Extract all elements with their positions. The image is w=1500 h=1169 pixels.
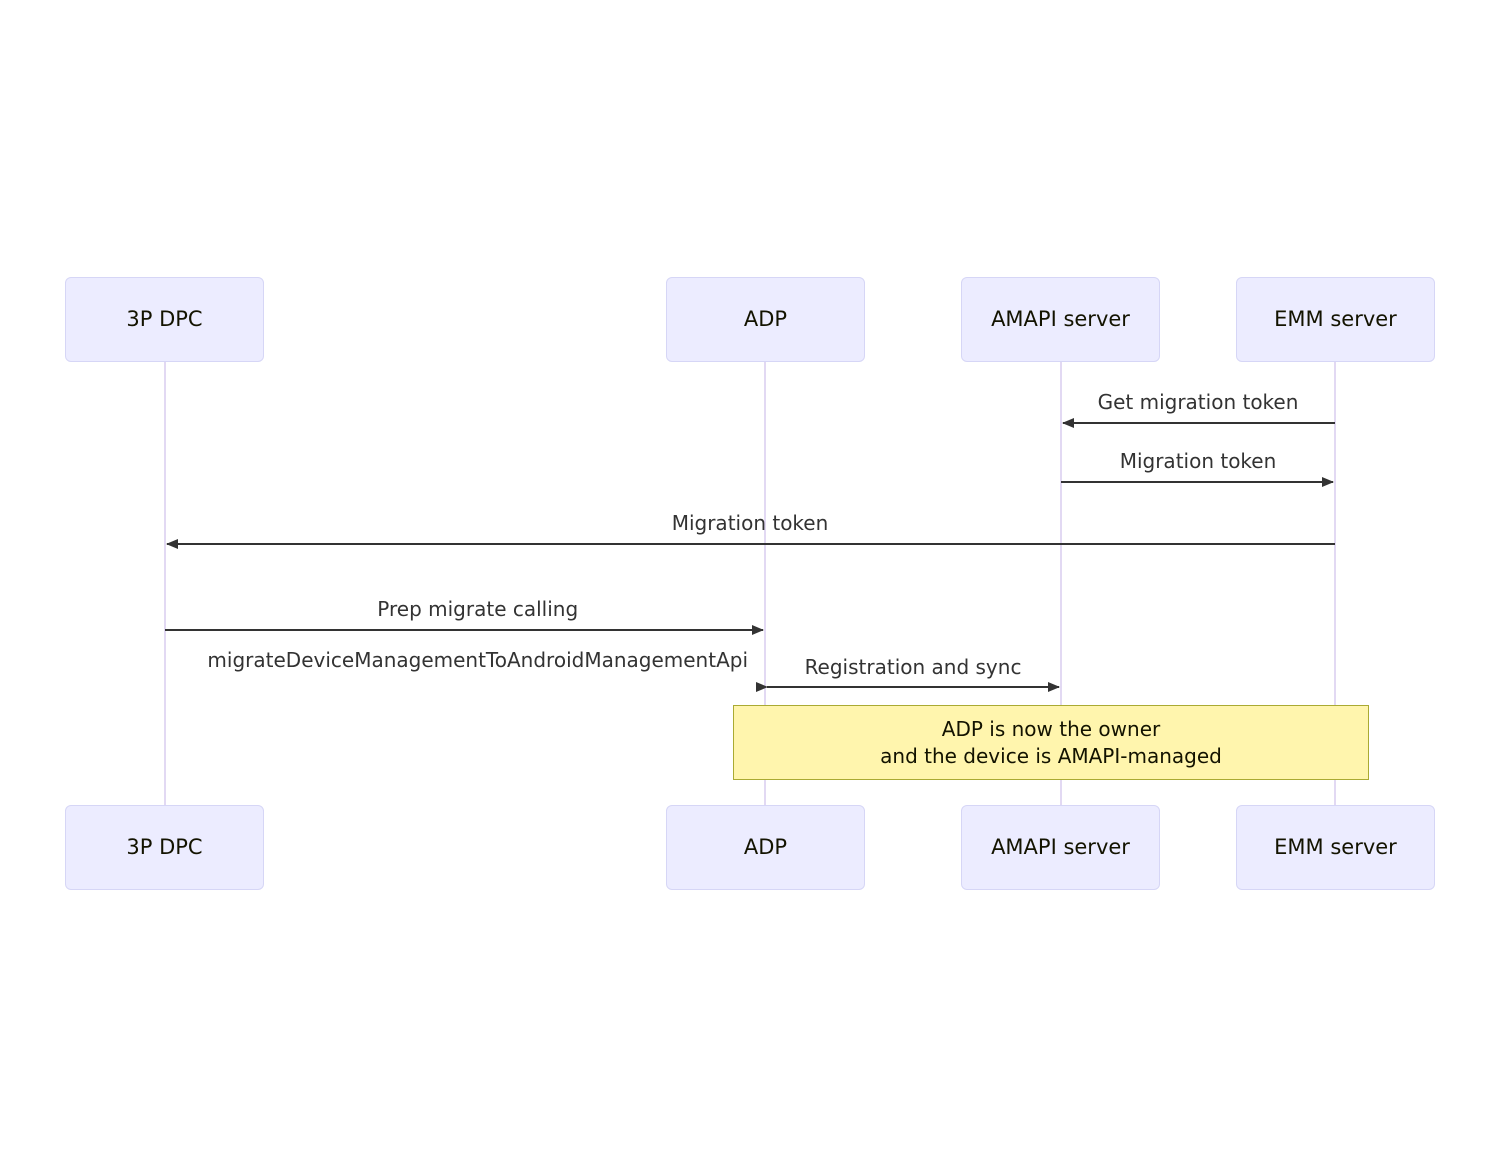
message-label-prep-migrate: Prep migrate calling migrateDeviceManage… [182, 571, 748, 699]
participant-top-adp[interactable]: ADP [666, 277, 865, 362]
message-label-get-migration-token: Get migration token [1097, 390, 1299, 414]
participant-top-amapi[interactable]: AMAPI server [961, 277, 1160, 362]
message-label-registration-and-sync: Registration and sync [804, 655, 1022, 679]
participant-bottom-adp[interactable]: ADP [666, 805, 865, 890]
lifeline-emm [1334, 362, 1336, 805]
lifeline-amapi [1060, 362, 1062, 805]
message-label-prep-migrate-line2: migrateDeviceManagementToAndroidManageme… [207, 647, 749, 672]
participant-bottom-emm[interactable]: EMM server [1236, 805, 1435, 890]
lifeline-dpc [164, 362, 166, 805]
note-line-1: ADP is now the owner [941, 717, 1161, 742]
message-label-migration-token-to-emm: Migration token [1119, 449, 1277, 473]
participant-bottom-amapi[interactable]: AMAPI server [961, 805, 1160, 890]
note-adp-owner: ADP is now the owner and the device is A… [733, 705, 1369, 780]
participant-top-emm[interactable]: EMM server [1236, 277, 1435, 362]
participant-top-dpc[interactable]: 3P DPC [65, 277, 264, 362]
note-line-2: and the device is AMAPI-managed [880, 743, 1222, 768]
participant-bottom-dpc[interactable]: 3P DPC [65, 805, 264, 890]
lifeline-adp [764, 362, 766, 805]
message-label-migration-token-to-dpc: Migration token [671, 511, 829, 535]
message-label-prep-migrate-line1: Prep migrate calling [377, 596, 579, 621]
